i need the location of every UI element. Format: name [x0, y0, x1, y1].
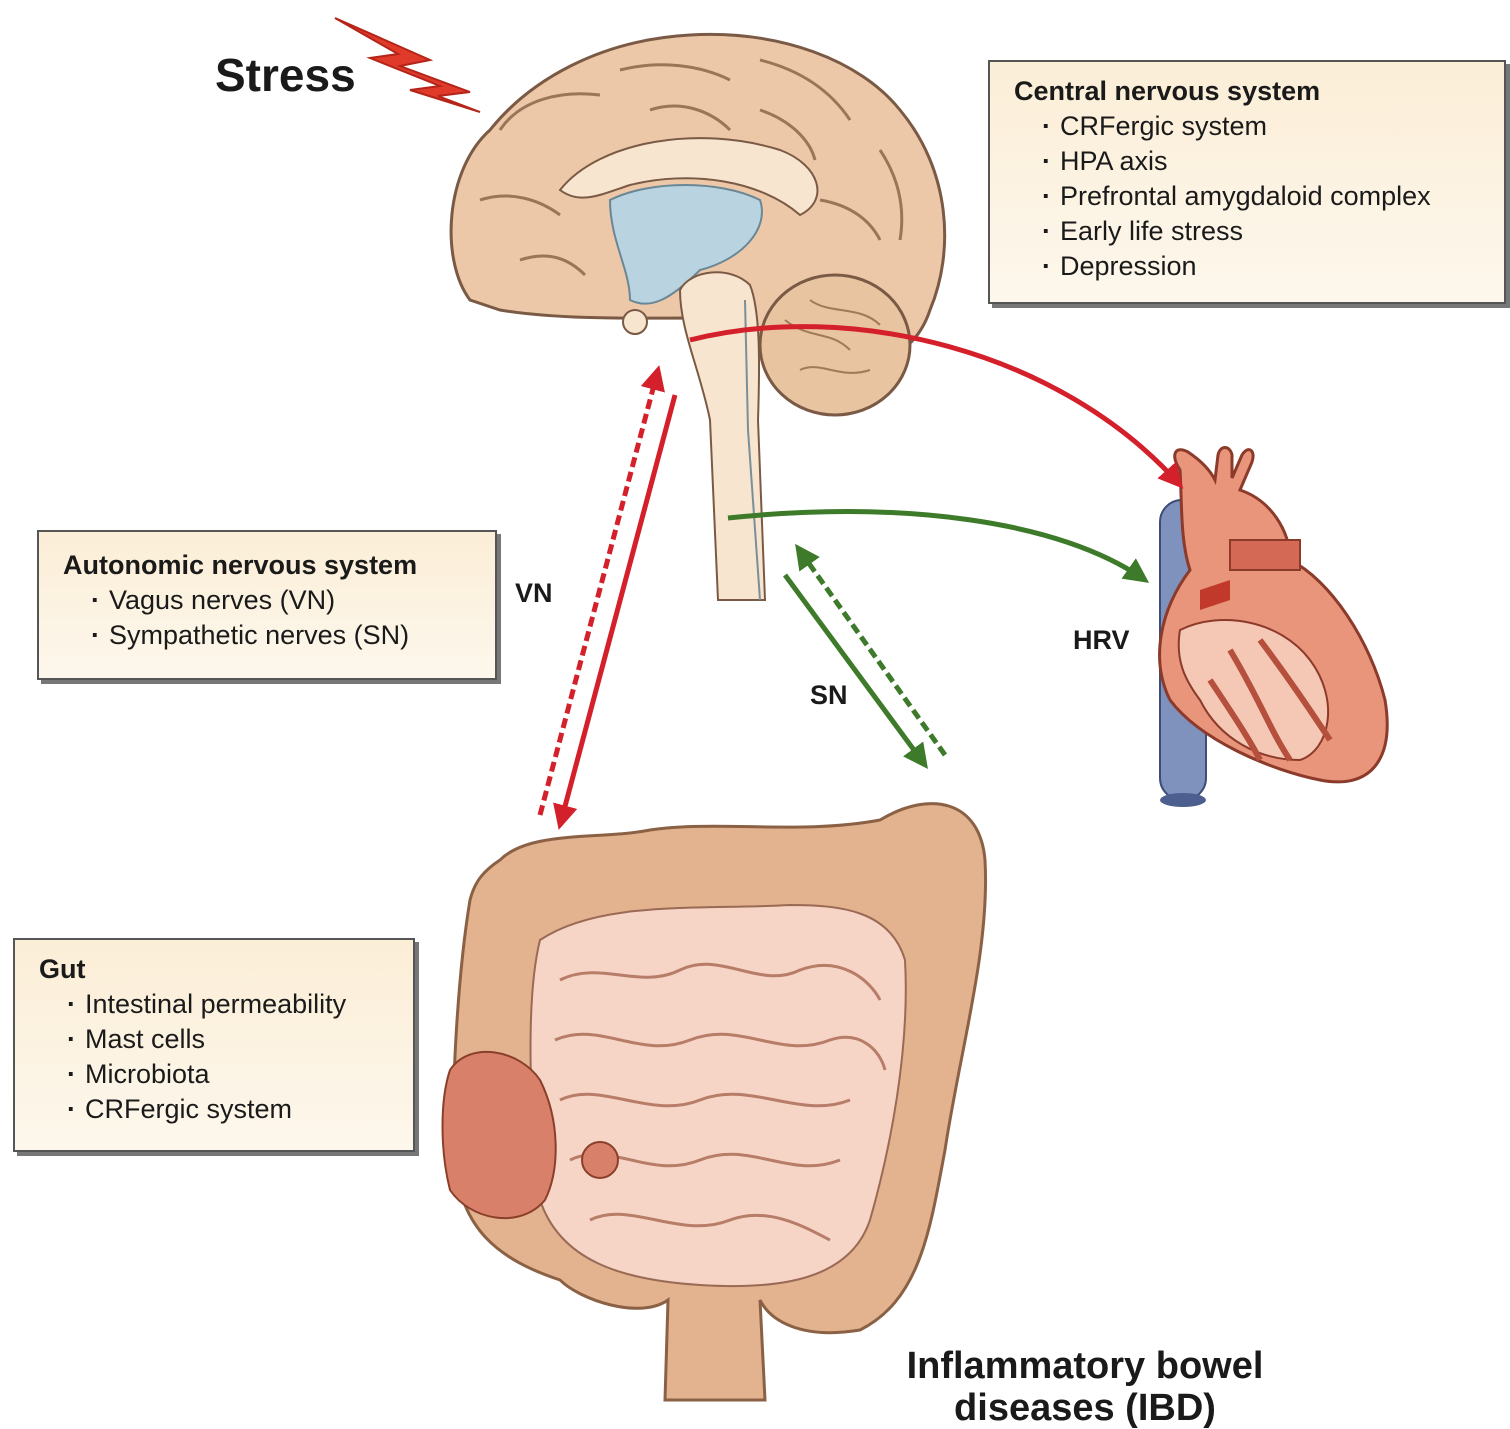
gut-item: Microbiota: [67, 1057, 413, 1092]
vagus-afferent-arrow: [540, 370, 658, 815]
ans-box: Autonomic nervous system Vagus nerves (V…: [37, 530, 497, 680]
sympathetic-afferent-arrow: [798, 548, 945, 755]
cns-item: Prefrontal amygdaloid complex: [1042, 179, 1504, 214]
vagus-efferent-arrow: [560, 395, 675, 825]
vn-label: VN: [515, 578, 553, 609]
cns-item: Early life stress: [1042, 214, 1504, 249]
brain-heart-sympathetic-arrow: [728, 512, 1145, 580]
heart-illustration: [1160, 448, 1388, 808]
cns-box: Central nervous system CRFergic system H…: [988, 60, 1506, 304]
cns-item: Depression: [1042, 249, 1504, 284]
gut-box: Gut Intestinal permeability Mast cells M…: [13, 938, 415, 1152]
cns-list: CRFergic system HPA axis Prefrontal amyg…: [1042, 109, 1504, 284]
cns-item: CRFergic system: [1042, 109, 1504, 144]
intestine-illustration: [443, 804, 986, 1400]
gut-item: Mast cells: [67, 1022, 413, 1057]
ibd-title-line: Inflammatory bowel: [870, 1345, 1300, 1387]
ans-list: Vagus nerves (VN) Sympathetic nerves (SN…: [91, 583, 495, 653]
ibd-title: Inflammatory bowel diseases (IBD): [870, 1345, 1300, 1429]
brain-illustration: [451, 34, 945, 600]
ans-item: Sympathetic nerves (SN): [91, 618, 495, 653]
ans-title: Autonomic nervous system: [63, 550, 495, 581]
ans-item: Vagus nerves (VN): [91, 583, 495, 618]
sympathetic-efferent-arrow: [785, 575, 925, 765]
sn-label: SN: [810, 680, 848, 711]
gut-list: Intestinal permeability Mast cells Micro…: [67, 987, 413, 1127]
hrv-label: HRV: [1073, 625, 1130, 656]
ibd-title-line: diseases (IBD): [870, 1387, 1300, 1429]
lightning-icon: [335, 18, 480, 112]
cns-item: HPA axis: [1042, 144, 1504, 179]
gut-title: Gut: [39, 954, 413, 985]
cns-title: Central nervous system: [1014, 76, 1504, 107]
stress-label: Stress: [215, 48, 356, 102]
gut-item: CRFergic system: [67, 1092, 413, 1127]
gut-item: Intestinal permeability: [67, 987, 413, 1022]
